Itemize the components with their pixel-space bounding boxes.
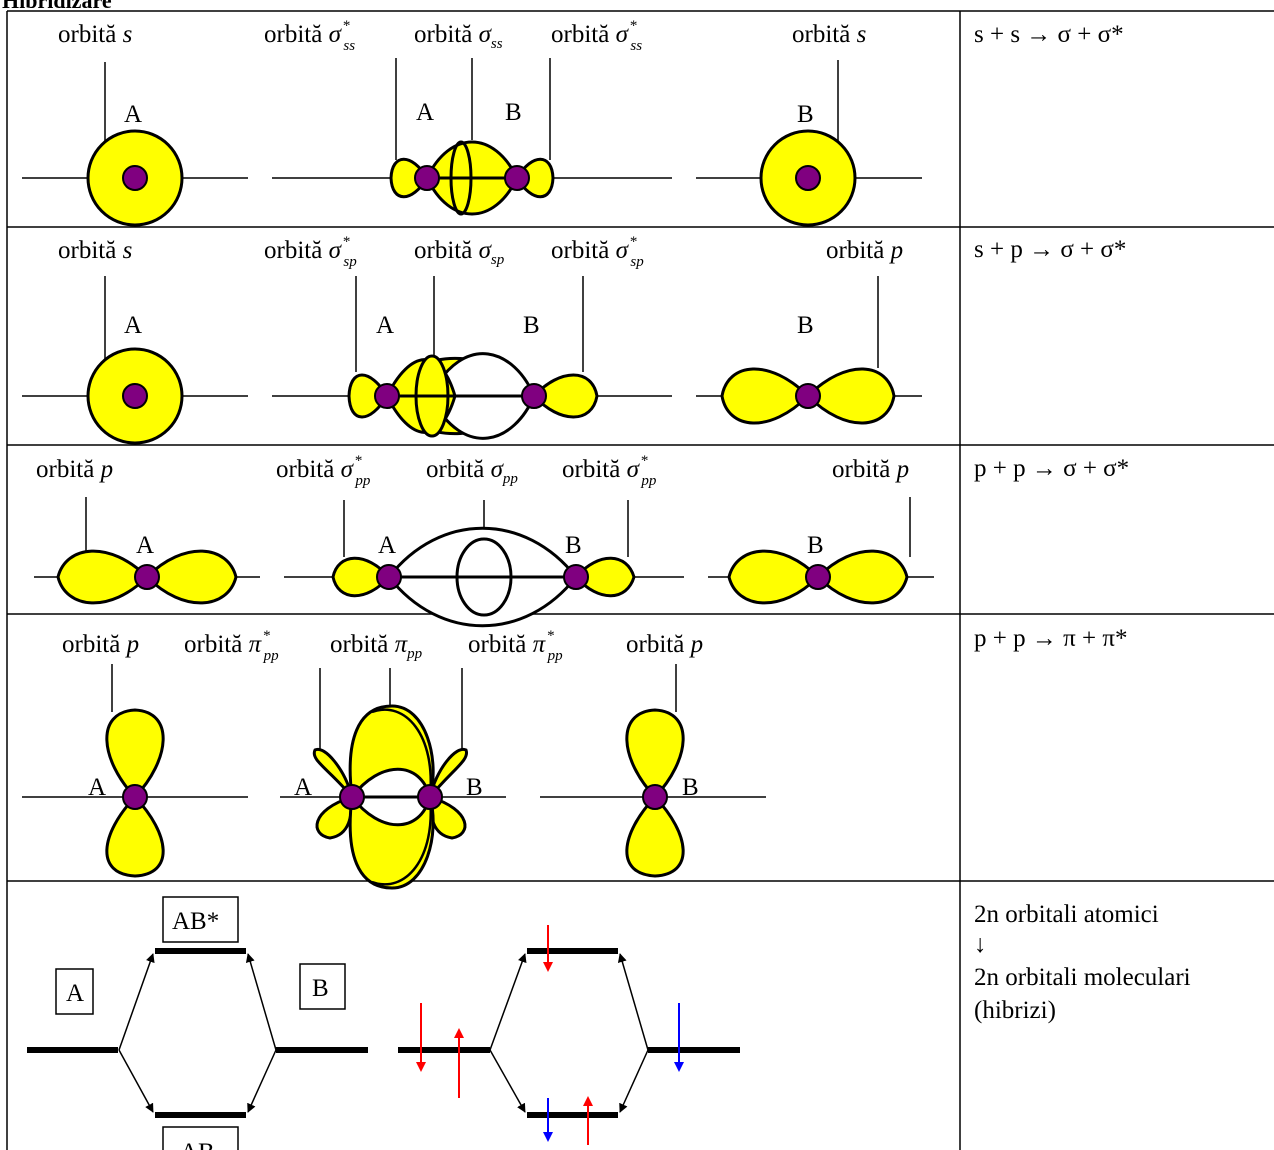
label-orbital-sigma-star-ss: orbită σ*ss: [551, 18, 642, 54]
energy-diagram-electrons: [398, 925, 740, 1145]
atom-label-a: A: [378, 532, 396, 559]
label-orbital-p: orbită p: [36, 456, 113, 483]
box-a-label: A: [66, 980, 84, 1007]
atom-label-b: B: [466, 774, 483, 801]
energy-notes: 2n orbitali atomici ↓ 2n orbitali molecu…: [974, 901, 1191, 1024]
atom-label-a: A: [376, 312, 394, 339]
atom-label-a: A: [88, 774, 106, 801]
label-orbital-pi-star-pp: orbită π*pp: [468, 628, 563, 664]
label-orbital-sigma-star-sp: orbită σ*sp: [264, 234, 357, 270]
label-orbital-sigma-pp: orbită σpp: [426, 456, 518, 487]
nucleus-dot: [122, 165, 148, 191]
equation-row-4: p + p → π + π*: [974, 625, 1127, 652]
atom-label-b: B: [797, 101, 814, 128]
atom-label-b: B: [797, 312, 814, 339]
label-orbital-p: orbită p: [62, 631, 139, 658]
row-5-energy: A B AB* AB 2n orbita: [27, 896, 1191, 1150]
label-orbital-p: orbită p: [626, 631, 703, 658]
box-ab-star: [162, 896, 239, 943]
atom-label-a: A: [124, 101, 142, 128]
box-b-label: B: [312, 975, 329, 1002]
note-line: 2n orbitali atomici: [974, 901, 1159, 928]
label-orbital-p: orbită p: [832, 456, 909, 483]
atom-label-b: B: [523, 312, 540, 339]
note-line: 2n orbitali moleculari: [974, 964, 1191, 991]
atom-label-b: B: [682, 774, 699, 801]
label-orbital-p: orbită p: [826, 237, 903, 264]
nucleus-dot: [795, 165, 821, 191]
label-orbital-s: orbită s: [58, 237, 132, 264]
atom-label-b: B: [505, 99, 522, 126]
label-orbital-sigma-star-ss: orbită σ*ss: [264, 18, 355, 54]
label-orbital-sigma-ss: orbită σss: [414, 21, 503, 52]
label-orbital-s: orbită s: [58, 21, 132, 48]
atom-label-a: A: [294, 774, 312, 801]
equation-row-1: s + s → σ + σ*: [974, 21, 1124, 48]
nucleus-dot: [504, 165, 530, 191]
equation-row-2: s + p → σ + σ*: [974, 236, 1126, 263]
atom-label-b: B: [565, 532, 582, 559]
atom-label-a: A: [136, 532, 154, 559]
table-grid: [6, 10, 1274, 1150]
energy-diagram-labels: A B AB* AB: [27, 896, 368, 1150]
nucleus-dot: [414, 165, 440, 191]
box-a: [55, 968, 94, 1015]
row-4-p-p-pi: orbită p orbită π*pp orbită πpp orbită π…: [22, 628, 766, 890]
box-b: [299, 963, 346, 1010]
atom-label-a: A: [124, 312, 142, 339]
note-line: (hibrizi): [974, 997, 1056, 1024]
box-ab-star-label: AB*: [172, 908, 219, 935]
label-orbital-sigma-sp: orbită σsp: [414, 237, 505, 268]
page-heading: Hibridizare: [2, 0, 112, 13]
note-line: ↓: [974, 931, 987, 958]
row-1-s-s: orbită s orbită σ*ss orbită σss orbită σ…: [22, 18, 922, 227]
label-orbital-pi-pp: orbită πpp: [330, 631, 423, 662]
box-ab-label: AB: [180, 1139, 215, 1150]
row-1-labels: orbită s orbită σ*ss orbită σss orbită σ…: [58, 18, 866, 54]
label-orbital-sigma-star-pp: orbită σ*pp: [276, 453, 371, 489]
row-3-p-p-sigma: orbită p orbită σ*pp orbită σpp orbită σ…: [34, 453, 934, 628]
label-orbital-pi-star-pp: orbită π*pp: [184, 628, 279, 664]
row-2-labels: orbită s orbită σ*sp orbită σsp orbită σ…: [58, 234, 903, 270]
row-4-labels: orbită p orbită π*pp orbită πpp orbită π…: [62, 628, 703, 664]
label-orbital-sigma-star-pp: orbită σ*pp: [562, 453, 657, 489]
label-orbital-sigma-star-sp: orbită σ*sp: [551, 234, 644, 270]
atom-label-a: A: [416, 99, 434, 126]
label-orbital-s: orbită s: [792, 21, 866, 48]
equation-row-3: p + p → σ + σ*: [974, 455, 1129, 482]
atom-label-b: B: [807, 532, 824, 559]
row-2-s-p: orbită s orbită σ*sp orbită σsp orbită σ…: [22, 234, 922, 445]
row-3-labels: orbită p orbită σ*pp orbită σpp orbită σ…: [36, 453, 909, 489]
